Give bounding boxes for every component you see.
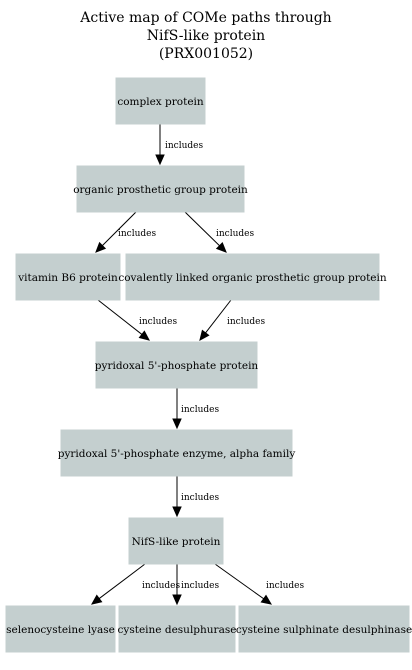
edge-label: includes xyxy=(181,581,219,591)
node-complex-protein: complex protein xyxy=(115,77,206,125)
edge-line xyxy=(97,299,143,335)
arrowhead-icon xyxy=(138,330,150,341)
nodes-layer: complex protein organic prosthetic group … xyxy=(5,77,412,653)
edge-label: includes xyxy=(181,493,219,503)
arrowhead-icon xyxy=(95,241,107,253)
node-box xyxy=(60,429,293,477)
node-label: cysteine sulphinate desulphinase xyxy=(236,624,412,636)
edge-pyridoxal-enzyme-to-nifs: includes xyxy=(172,476,219,518)
edge-label: includes xyxy=(165,141,203,151)
diagram-title-line-3: (PRX001052) xyxy=(159,46,253,62)
node-organic-prosthetic: organic prosthetic group protein xyxy=(73,165,248,213)
node-pyridoxal-enzyme: pyridoxal 5'-phosphate enzyme, alpha fam… xyxy=(58,429,296,477)
arrowhead-icon xyxy=(155,154,165,166)
node-pyridoxal-protein: pyridoxal 5'-phosphate protein xyxy=(95,341,259,389)
node-label: pyridoxal 5'-phosphate protein xyxy=(95,360,259,372)
edge-line xyxy=(102,211,137,246)
node-label: vitamin B6 protein xyxy=(17,272,118,284)
edge-line xyxy=(98,563,146,599)
edge-organic-prosthetic-to-vitamin-b6: includes xyxy=(95,211,156,253)
node-cysteine-desulphurase: cysteine desulphurase xyxy=(118,605,237,653)
edge-line xyxy=(205,299,232,334)
edge-label: includes xyxy=(139,317,177,327)
edge-label: includes xyxy=(227,317,265,327)
node-selenocysteine: selenocysteine lyase xyxy=(5,605,116,653)
node-box xyxy=(238,605,410,653)
edge-vitamin-b6-to-pyridoxal-protein: includes xyxy=(97,299,177,341)
edge-label: includes xyxy=(118,229,156,239)
edge-nifs-to-selenocysteine: includes xyxy=(91,563,180,605)
arrowhead-icon xyxy=(172,418,182,430)
edge-line xyxy=(214,563,264,600)
edge-complex-protein-to-organic-prosthetic: includes xyxy=(155,124,203,166)
edge-pyridoxal-protein-to-pyridoxal-enzyme: includes xyxy=(172,388,219,430)
node-cysteine-sulphinate: cysteine sulphinate desulphinase xyxy=(236,605,412,653)
node-box xyxy=(115,77,206,125)
edge-organic-prosthetic-to-covalently-linked: includes xyxy=(184,211,254,253)
diagram-title-line-1: Active map of COMe paths through xyxy=(79,10,331,26)
node-box xyxy=(5,605,116,653)
diagram-title-line-2: NifS-like protein xyxy=(147,28,265,44)
node-box xyxy=(76,165,245,213)
node-box xyxy=(118,605,236,653)
node-box xyxy=(95,341,258,389)
node-nifs: NifS-like protein xyxy=(128,517,224,565)
arrowhead-icon xyxy=(172,594,182,606)
node-label: pyridoxal 5'-phosphate enzyme, alpha fam… xyxy=(58,448,296,460)
node-label: covalently linked organic prosthetic gro… xyxy=(118,272,387,284)
arrowhead-icon xyxy=(172,506,182,518)
arrowhead-icon xyxy=(91,594,103,605)
node-covalently-linked: covalently linked organic prosthetic gro… xyxy=(118,253,387,301)
arrowhead-icon xyxy=(260,594,273,605)
edge-covalently-linked-to-pyridoxal-protein: includes xyxy=(199,299,265,341)
node-label: selenocysteine lyase xyxy=(6,624,115,636)
edge-nifs-to-cysteine-sulphinate: includes xyxy=(214,563,304,605)
node-vitamin-b6: vitamin B6 protein xyxy=(15,253,121,301)
edge-line xyxy=(184,211,220,247)
edge-label: includes xyxy=(181,405,219,415)
edge-label: includes xyxy=(266,581,304,591)
node-label: cysteine desulphurase xyxy=(118,624,237,636)
node-label: complex protein xyxy=(117,96,204,108)
edge-label: includes xyxy=(216,229,254,239)
node-box xyxy=(128,517,224,565)
node-label: NifS-like protein xyxy=(132,536,221,548)
edge-nifs-to-cysteine-desulphurase: includes xyxy=(172,564,219,606)
node-box xyxy=(125,253,380,301)
node-box xyxy=(15,253,121,301)
node-label: organic prosthetic group protein xyxy=(73,184,248,196)
arrowhead-icon xyxy=(215,241,227,253)
arrowhead-icon xyxy=(199,329,210,341)
edge-label: includes xyxy=(142,581,180,591)
